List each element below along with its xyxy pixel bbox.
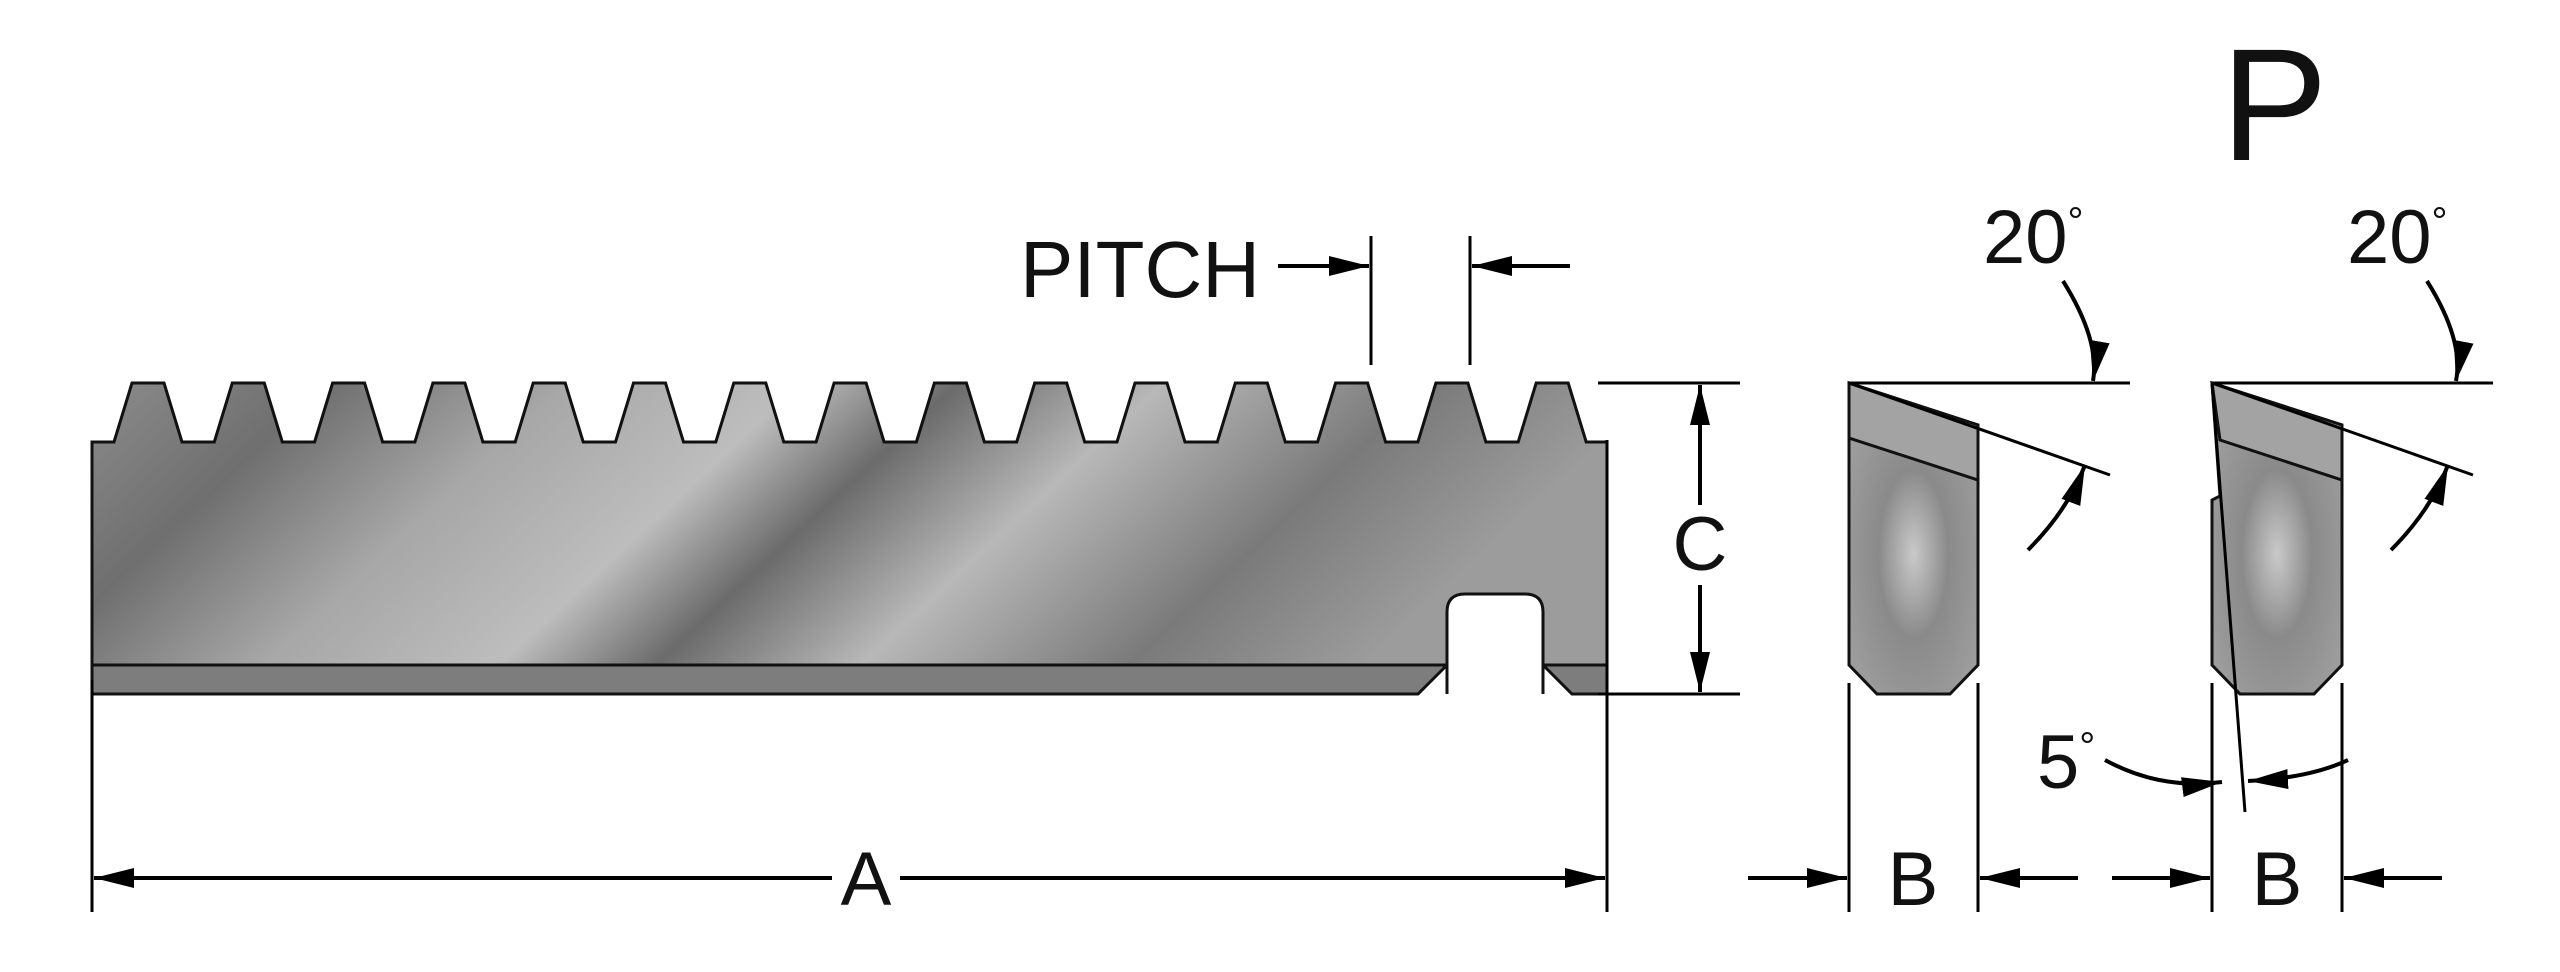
rack-front-view [90,381,1609,696]
angle-right-value: 20 [2347,195,2432,280]
rack-slot [1445,592,1545,694]
side-view-right-angle-arrow-bottom [2389,464,2450,552]
angle-small-arrow-right [2247,758,2349,790]
side-view-left-angle-arrow-bottom [2026,464,2087,552]
rack-base-strip-right [1539,663,1609,696]
label-p: P [2221,15,2328,194]
label-a: A [841,837,892,922]
label-b-right: B [2252,837,2303,922]
label-pitch: PITCH [1020,225,1260,314]
side-view-right-angle-line [2211,381,2474,477]
label-c: C [1673,502,1728,587]
side-view-right-relief-line [2210,382,2247,813]
dimension-c: C [1598,381,1740,696]
angle-small-value: 5 [2037,720,2079,805]
rack-body [90,381,1609,667]
side-view-right-chamfer [2210,380,2344,483]
dimension-pitch: PITCH [1020,225,1570,365]
side-view-left: 20° B [1748,195,2130,922]
side-view-left-chamfer [1847,380,1980,483]
label-angle-right: 20° [2347,195,2448,280]
label-b-left: B [1888,837,1939,922]
angle-small-degree: ° [2079,725,2095,769]
angle-right-degree: ° [2432,200,2448,244]
label-angle-small: 5° [2037,720,2095,805]
angle-small-arrow-left [2104,758,2223,798]
side-view-left-angle-line [1848,381,2111,477]
side-view-right-angle-arrow-top [2425,279,2474,382]
side-view-right: 20° 5° B [2037,195,2493,922]
side-view-left-angle-arrow-top [2061,279,2110,382]
label-angle-left: 20° [1983,195,2084,280]
angle-left-degree: ° [2068,200,2084,244]
rack-base-strip [90,663,1451,696]
dimension-a: A [90,440,1609,922]
angle-left-value: 20 [1983,195,2068,280]
